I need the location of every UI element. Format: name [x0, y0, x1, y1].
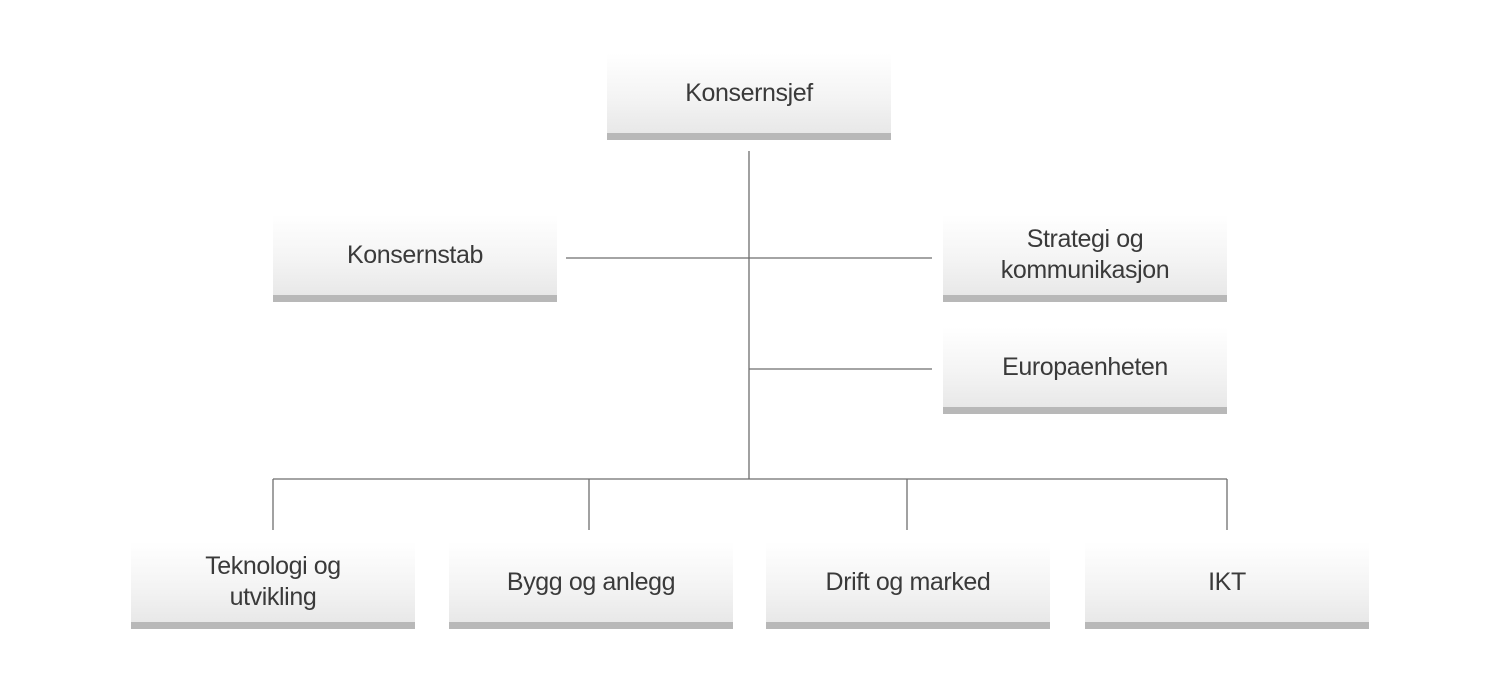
node-label: Bygg og anlegg	[506, 567, 676, 596]
node-teknologi-og-utvikling: Teknologi og utvikling	[131, 542, 415, 629]
node-label: Drift og marked	[825, 567, 991, 596]
node-label: Konsernsjef	[685, 78, 813, 107]
node-drift-og-marked: Drift og marked	[766, 542, 1050, 629]
node-label: Europaenheten	[1002, 352, 1168, 381]
node-strategi-og-kommunikasjon: Strategi og kommunikasjon	[943, 215, 1227, 302]
node-label: Konsernstab	[347, 240, 483, 269]
node-konsernstab: Konsernstab	[273, 215, 557, 302]
node-label: IKT	[1208, 567, 1246, 596]
node-ikt: IKT	[1085, 542, 1369, 629]
node-bygg-og-anlegg: Bygg og anlegg	[449, 542, 733, 629]
node-label: Strategi og kommunikasjon	[1000, 225, 1170, 284]
node-label: Teknologi og utvikling	[205, 552, 341, 611]
node-konsernsjef: Konsernsjef	[607, 53, 891, 140]
node-europaenheten: Europaenheten	[943, 327, 1227, 414]
